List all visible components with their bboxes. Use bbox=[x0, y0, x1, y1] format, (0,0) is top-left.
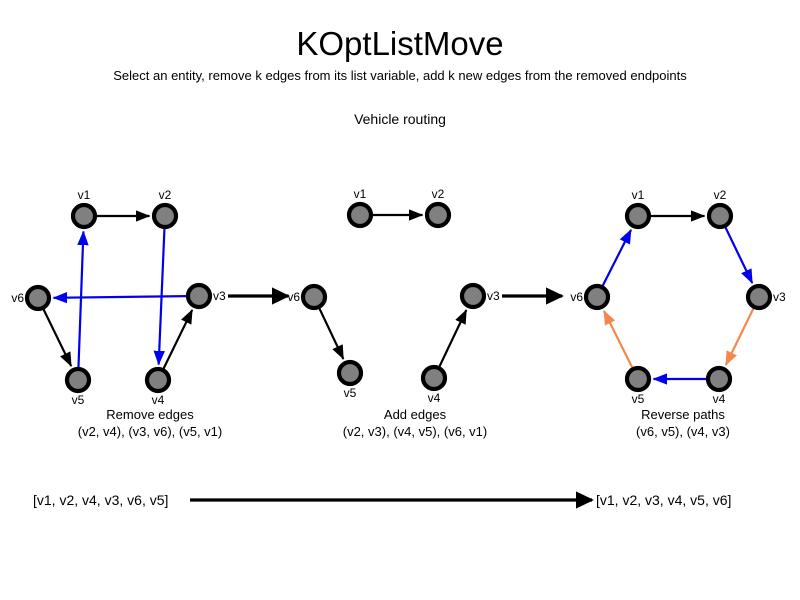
graph-node-v1: v1 bbox=[70, 188, 98, 230]
node-dot-v6 bbox=[24, 284, 52, 312]
caption-panel-remove: Remove edges (v2, v4), (v3, v6), (v5, v1… bbox=[20, 406, 280, 440]
edge-v6-to-v1 bbox=[601, 229, 632, 287]
node-label-v4: v4 bbox=[152, 393, 165, 407]
node-dot-v5 bbox=[64, 366, 92, 394]
graph-node-v2: v2 bbox=[706, 188, 734, 230]
graph-node-v3: v3 bbox=[185, 282, 226, 310]
node-dot-v1 bbox=[346, 201, 374, 229]
node-dot-v2 bbox=[151, 202, 179, 230]
node-dot-v1 bbox=[70, 202, 98, 230]
graph-node-v3: v3 bbox=[745, 283, 786, 311]
edge-v5-to-v6 bbox=[602, 310, 634, 369]
caption-line-2: (v2, v3), (v4, v5), (v6, v1) bbox=[342, 424, 488, 439]
graph-node-v2: v2 bbox=[424, 187, 452, 229]
graph-node-v4: v4 bbox=[420, 364, 448, 405]
node-label-v2: v2 bbox=[714, 188, 727, 202]
node-label-v4: v4 bbox=[428, 391, 441, 405]
node-label-v5: v5 bbox=[632, 392, 645, 406]
node-label-v6: v6 bbox=[287, 290, 300, 304]
edge-v4-to-v3 bbox=[162, 309, 194, 370]
node-label-v6: v6 bbox=[570, 290, 583, 304]
graph-node-v1: v1 bbox=[624, 188, 652, 230]
caption-line-1: Add edges bbox=[383, 407, 447, 422]
node-dot-v6 bbox=[300, 283, 328, 311]
node-dot-v6 bbox=[583, 283, 611, 311]
node-label-v4: v4 bbox=[713, 392, 726, 406]
node-label-v3: v3 bbox=[487, 289, 500, 303]
edge-v3-to-v4 bbox=[724, 307, 755, 366]
node-dot-v2 bbox=[706, 202, 734, 230]
graph-node-v3: v3 bbox=[459, 282, 500, 310]
result-list-after: [v1, v2, v3, v4, v5, v6] bbox=[596, 492, 732, 508]
node-label-v1: v1 bbox=[632, 188, 645, 202]
node-dot-v1 bbox=[624, 202, 652, 230]
graph-node-v5: v5 bbox=[336, 359, 364, 400]
node-dot-v4 bbox=[144, 366, 172, 394]
graph-node-v5: v5 bbox=[624, 365, 652, 406]
node-label-v1: v1 bbox=[78, 188, 91, 202]
graph-node-v1: v1 bbox=[346, 187, 374, 229]
node-dot-v4 bbox=[420, 364, 448, 392]
caption-panel-reverse: Reverse paths (v6, v5), (v4, v3) bbox=[568, 406, 798, 440]
result-list-before: [v1, v2, v4, v3, v6, v5] bbox=[33, 492, 169, 508]
node-label-v1: v1 bbox=[354, 187, 367, 201]
graph-node-v5: v5 bbox=[64, 366, 92, 407]
node-dot-v5 bbox=[336, 359, 364, 387]
node-label-v5: v5 bbox=[344, 386, 357, 400]
edge-v4-to-v3 bbox=[438, 309, 468, 368]
node-dot-v3 bbox=[185, 282, 213, 310]
node-label-v2: v2 bbox=[432, 187, 445, 201]
node-label-v3: v3 bbox=[773, 290, 786, 304]
node-dot-v2 bbox=[424, 201, 452, 229]
edge-v6-to-v5 bbox=[42, 308, 73, 367]
graph-node-v4: v4 bbox=[144, 366, 172, 407]
node-label-v3: v3 bbox=[213, 289, 226, 303]
node-label-v5: v5 bbox=[72, 393, 85, 407]
graph-node-v6: v6 bbox=[287, 283, 328, 311]
graph-node-v2: v2 bbox=[151, 188, 179, 230]
node-dot-v5 bbox=[624, 365, 652, 393]
caption-line-2: (v6, v5), (v4, v3) bbox=[636, 424, 730, 439]
edge-v3-to-v6 bbox=[52, 291, 187, 304]
edges-layer bbox=[42, 209, 755, 385]
graph-node-v6: v6 bbox=[570, 283, 611, 311]
section-label: Vehicle routing bbox=[354, 111, 446, 127]
caption-panel-add: Add edges (v2, v3), (v4, v5), (v6, v1) bbox=[285, 406, 545, 440]
graph-node-v6: v6 bbox=[11, 284, 52, 312]
node-dot-v3 bbox=[459, 282, 487, 310]
page-title: KOptListMove bbox=[296, 25, 504, 62]
node-label-v6: v6 bbox=[11, 291, 24, 305]
page-subtitle: Select an entity, remove k edges from it… bbox=[113, 68, 687, 83]
node-dot-v4 bbox=[705, 365, 733, 393]
node-dot-v3 bbox=[745, 283, 773, 311]
edge-v2-to-v3 bbox=[724, 226, 754, 284]
caption-line-2: (v2, v4), (v3, v6), (v5, v1) bbox=[77, 424, 223, 439]
edge-v6-to-v5 bbox=[318, 307, 345, 360]
edge-v5-to-v1 bbox=[77, 230, 89, 368]
graph-node-v4: v4 bbox=[705, 365, 733, 406]
caption-line-1: Reverse paths bbox=[641, 407, 725, 422]
nodes-layer: v1 v2 v3 v4 v5 v6 v1 v2 v3 v4 v5 v6 v1 v2 v3 v4 v5 v6 bbox=[11, 187, 786, 407]
node-label-v2: v2 bbox=[159, 188, 172, 202]
caption-line-1: Remove edges bbox=[106, 407, 194, 422]
